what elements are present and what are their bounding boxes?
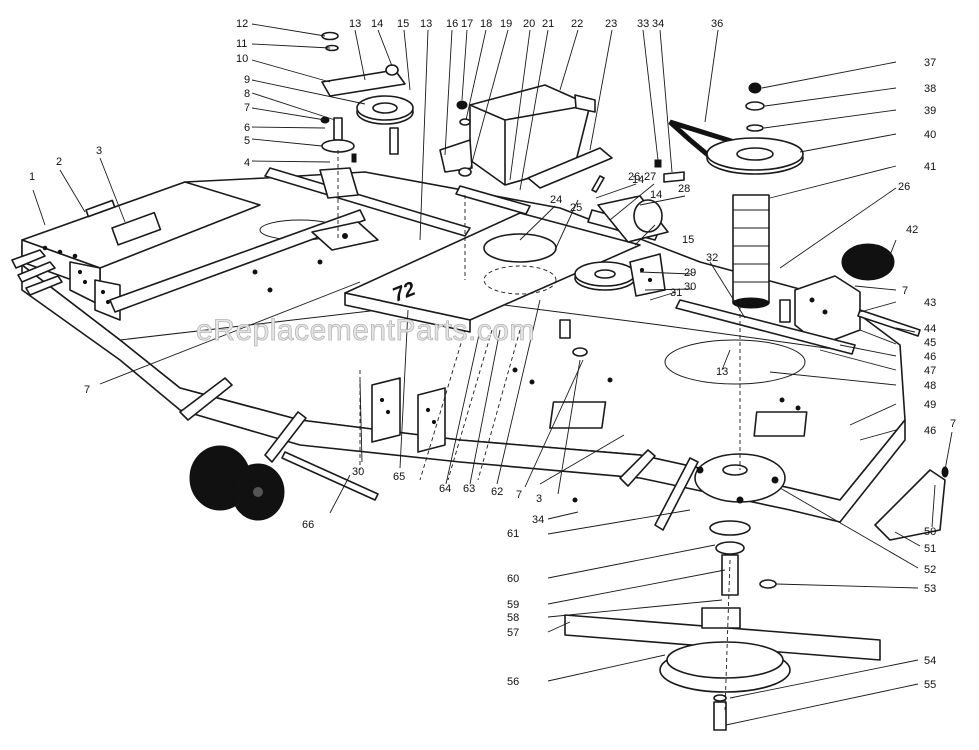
- callout: 37: [924, 57, 936, 69]
- callout: 52: [924, 564, 936, 576]
- callout: 33: [637, 18, 649, 30]
- callout: 7: [84, 384, 90, 396]
- callout: 14: [650, 189, 662, 201]
- callout: 19: [500, 18, 512, 30]
- callout: 60: [507, 573, 519, 585]
- callout: 3: [96, 145, 102, 157]
- callout: 46: [924, 425, 936, 437]
- callout: 1: [29, 171, 35, 183]
- callout: 40: [924, 129, 936, 141]
- callout: 13: [349, 18, 361, 30]
- callout: 66: [302, 519, 314, 531]
- callout: 29: [684, 267, 696, 279]
- gauge-wheels: [189, 445, 285, 521]
- callout: 51: [924, 543, 936, 555]
- callout: 16: [446, 18, 458, 30]
- callout: 48: [924, 380, 936, 392]
- callout: 59: [507, 599, 519, 611]
- callout: 15: [682, 234, 694, 246]
- callout: 26: [628, 171, 640, 183]
- callout: 30: [352, 466, 364, 478]
- leader-lines: [32, 23, 953, 726]
- watermark: eReplacementParts.com: [196, 314, 535, 347]
- callout: 47: [924, 365, 936, 377]
- callout: 28: [678, 183, 690, 195]
- callout: 49: [924, 399, 936, 411]
- callout: 18: [480, 18, 492, 30]
- callout: 25: [570, 202, 582, 214]
- callout: 12: [236, 18, 248, 30]
- callout: 45: [924, 337, 936, 349]
- callout: 46: [924, 351, 936, 363]
- callout: 17: [461, 18, 473, 30]
- callout: 14: [371, 18, 383, 30]
- callout: 39: [924, 105, 936, 117]
- callout: 8: [244, 88, 250, 100]
- callout: 24: [550, 194, 562, 206]
- callout: 34: [652, 18, 664, 30]
- assembly-dash-lines: [337, 150, 741, 711]
- callout: 7: [244, 102, 250, 114]
- callout: 38: [924, 83, 936, 95]
- blade-spindle-stack: [564, 453, 881, 731]
- callout: 34: [532, 514, 544, 526]
- callout: 13: [716, 366, 728, 378]
- callout: 6: [244, 122, 250, 134]
- callout: 15: [397, 18, 409, 30]
- left-idler-assembly: [320, 31, 414, 163]
- right-side-bracket: [675, 243, 921, 355]
- callout: 4: [244, 157, 250, 169]
- right-idler-assembly: [559, 175, 669, 357]
- callout: 27: [644, 171, 656, 183]
- spindle-pulley-assembly: [668, 82, 804, 309]
- callout: 5: [244, 135, 250, 147]
- callout: 7: [516, 489, 522, 501]
- callout: 41: [924, 161, 936, 173]
- callout: 44: [924, 323, 936, 335]
- callout: 61: [507, 528, 519, 540]
- callout: 2: [56, 156, 62, 168]
- callout: 65: [393, 471, 405, 483]
- callout: 57: [507, 627, 519, 639]
- callout: 63: [463, 483, 475, 495]
- callout: 14: [632, 174, 644, 186]
- callout: 9: [244, 74, 250, 86]
- callout: 20: [523, 18, 535, 30]
- callout: 7: [902, 285, 908, 297]
- callout: 3: [536, 493, 542, 505]
- callout: 7: [950, 418, 956, 430]
- callout: 36: [711, 18, 723, 30]
- callout: 62: [491, 486, 503, 498]
- callout: 13: [420, 18, 432, 30]
- callout: 54: [924, 655, 936, 667]
- callout: 31: [670, 287, 682, 299]
- callout: 43: [924, 297, 936, 309]
- callout: 58: [507, 612, 519, 624]
- callout: 23: [605, 18, 617, 30]
- callout: 53: [924, 583, 936, 595]
- callout: 10: [236, 53, 248, 65]
- deck-hangers: [179, 377, 949, 541]
- deck-rods: [109, 167, 471, 313]
- callout-numbers: 1 2 3 3 4 5 6 7 7 7 7 7 8 9 10 11 12 13 …: [29, 18, 956, 691]
- callout: 22: [571, 18, 583, 30]
- callout: 32: [706, 252, 718, 264]
- callout: 50: [924, 526, 936, 538]
- callout: 56: [507, 676, 519, 688]
- callout: 26: [898, 181, 910, 193]
- callout: 21: [542, 18, 554, 30]
- callout: 30: [684, 281, 696, 293]
- callout: 55: [924, 679, 936, 691]
- callout: 11: [236, 38, 247, 50]
- callout: 42: [906, 224, 918, 236]
- callout: 64: [439, 483, 451, 495]
- idler-mount-plate: [311, 221, 379, 251]
